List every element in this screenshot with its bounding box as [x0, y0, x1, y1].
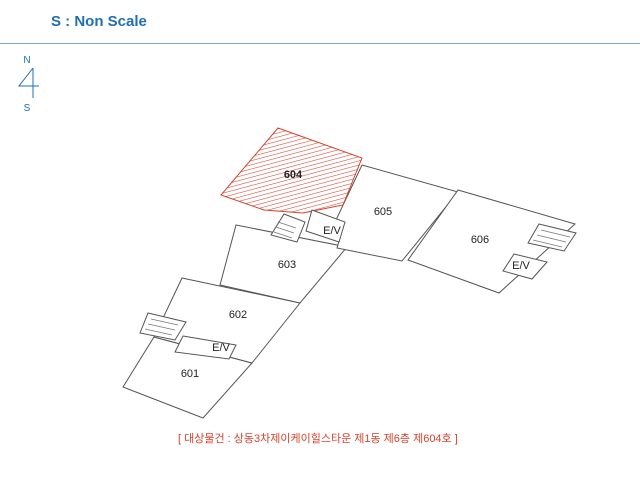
unit-label-601: 601	[181, 368, 199, 380]
unit-label-603: 603	[278, 259, 296, 271]
elevator-core-left	[174, 335, 237, 360]
elevator-core-upper	[305, 209, 346, 243]
unit-label-604: 604	[284, 169, 303, 181]
unit-604-target	[220, 127, 363, 214]
elevator-label-left: E/V	[212, 342, 230, 354]
north-arrow-icon: N S	[17, 55, 39, 114]
unit-606	[407, 189, 576, 294]
unit-label-606: 606	[471, 234, 489, 246]
property-caption: [ 대상물건 : 상동3차제이케이힐스타운 제1동 제6층 제604호 ]	[178, 433, 458, 445]
compass-north-label: N	[23, 55, 30, 66]
stair-core-right	[527, 223, 577, 252]
compass-south-label: S	[24, 103, 31, 114]
elevator-core-right	[502, 253, 548, 280]
unit-603	[219, 224, 348, 304]
header-divider	[0, 43, 640, 44]
stair-core-upper	[270, 213, 306, 243]
elevator-label-right: E/V	[512, 260, 530, 272]
scale-note: S : Non Scale	[51, 13, 147, 30]
elevator-label-upper: E/V	[323, 225, 341, 237]
unit-label-605: 605	[374, 206, 392, 218]
unit-label-602: 602	[229, 309, 247, 321]
stair-core-left	[139, 312, 187, 341]
